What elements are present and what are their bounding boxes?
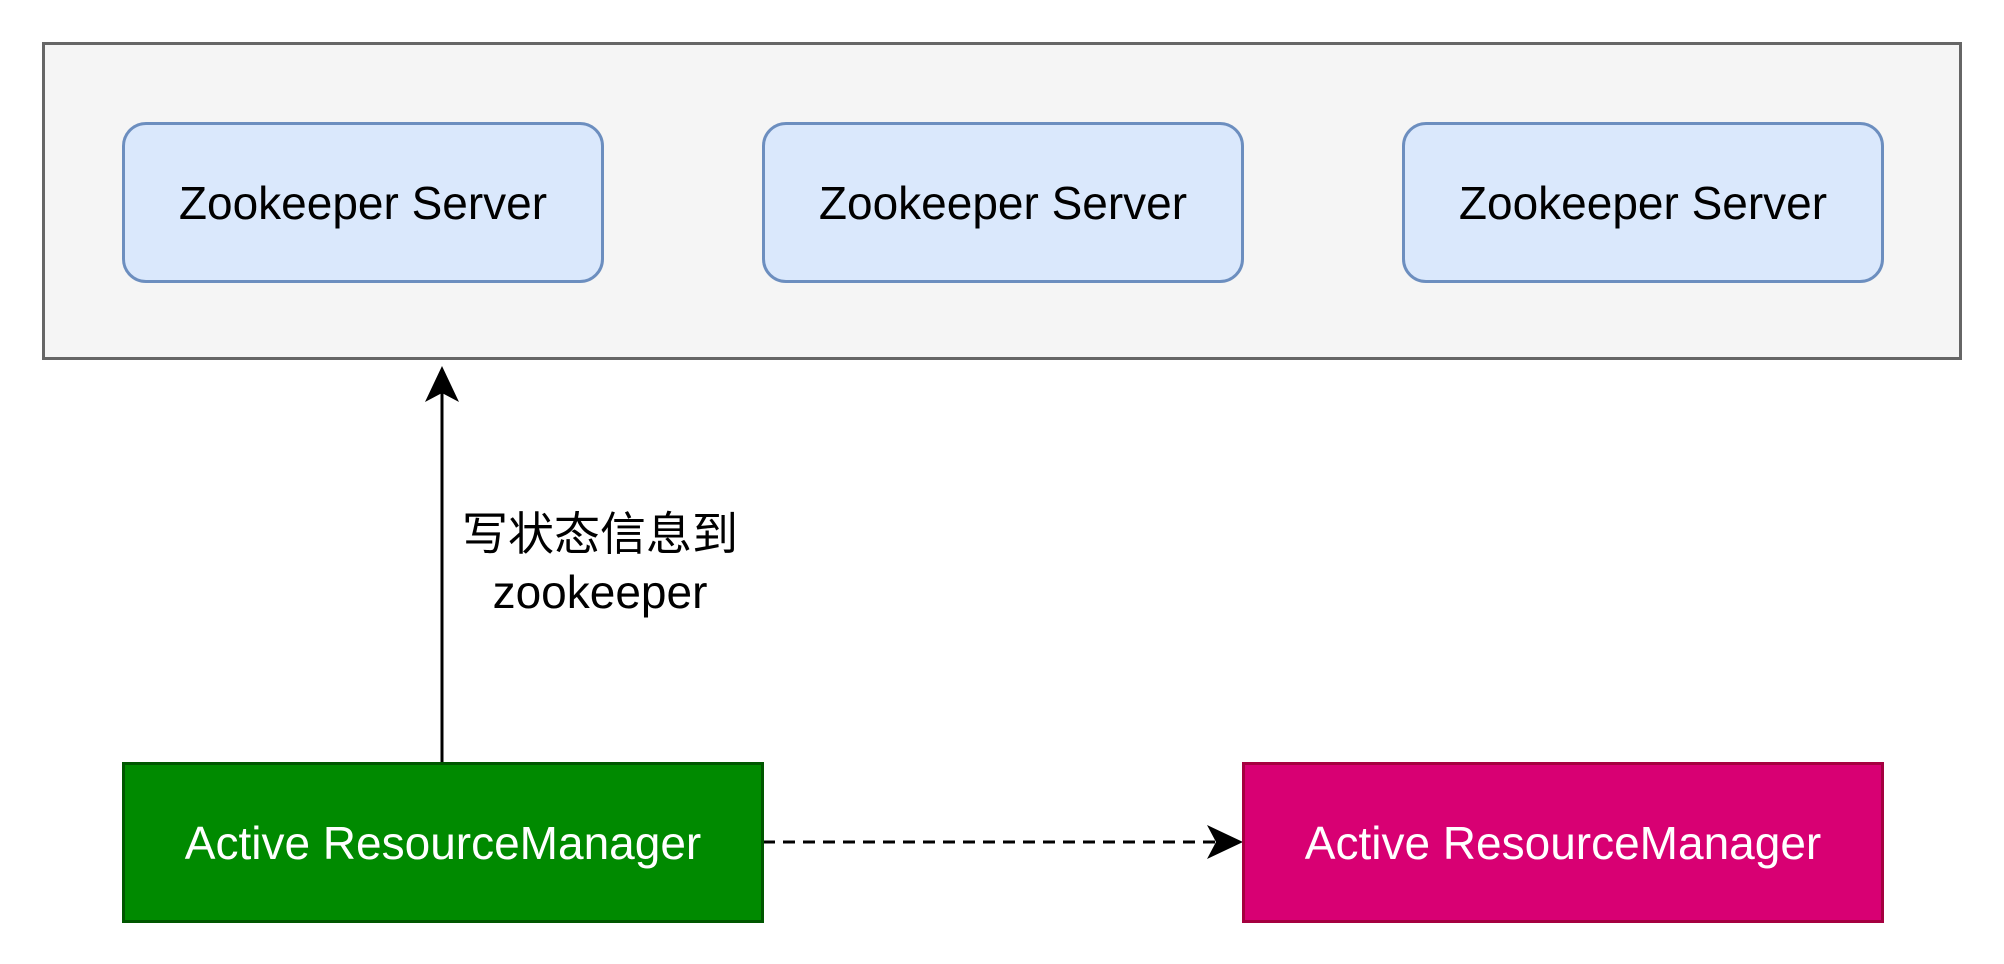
zookeeper-server-label: Zookeeper Server (818, 176, 1188, 229)
zookeeper-server-label: Zookeeper Server (1458, 176, 1828, 229)
write-state-label-line1: 写状态信息到 (462, 507, 738, 561)
active-resourcemanager[interactable]: Active ResourceManager (122, 762, 764, 923)
write-state-label: 写状态信息到 zookeeper (455, 505, 745, 621)
failover-arrowhead (1207, 825, 1243, 859)
standby-resourcemanager-label: Active ResourceManager (1304, 816, 1822, 869)
zookeeper-server-2[interactable]: Zookeeper Server (762, 122, 1244, 283)
write-state-arrowhead (425, 366, 459, 402)
active-resourcemanager-label: Active ResourceManager (184, 816, 702, 869)
zookeeper-server-label: Zookeeper Server (178, 176, 548, 229)
standby-resourcemanager[interactable]: Active ResourceManager (1242, 762, 1884, 923)
write-state-label-line2: zookeeper (492, 566, 708, 618)
zookeeper-server-1[interactable]: Zookeeper Server (122, 122, 604, 283)
zookeeper-server-3[interactable]: Zookeeper Server (1402, 122, 1884, 283)
